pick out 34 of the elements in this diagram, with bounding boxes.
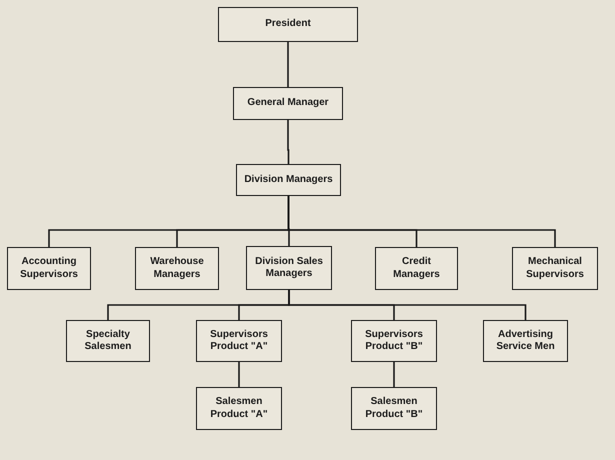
position-title: Division Sales Managers [254,256,324,280]
org-box [233,87,343,120]
org-box [196,320,282,362]
org-box [246,246,332,290]
position-title: Accounting Supervisors [19,256,79,281]
position-title: Specialty Salesmen [84,328,132,354]
org-box [218,7,358,42]
position-title: Credit Managers [392,256,441,281]
connector-line [393,362,395,387]
connector-line [288,196,556,247]
org-box [135,247,219,290]
connector-line [287,120,290,164]
position-title: Salesmen Product "B" [364,396,424,421]
org-box [236,164,341,196]
org-box [483,320,568,362]
position-title: Division Managers [244,174,333,186]
org-box [7,247,91,290]
org-box [375,247,458,290]
position-title: Supervisors Product "B" [364,328,424,354]
org-box [66,320,150,362]
position-title: Advertising Service Men [495,328,556,354]
position-title: President [265,18,311,31]
connector-line [238,362,240,387]
org-box [351,320,437,362]
position-title: Warehouse Managers [149,256,205,281]
position-title: Mechanical Supervisors [525,256,585,281]
connector-line [287,42,289,87]
position-title: General Manager [247,97,329,110]
position-title: Supervisors Product "A" [209,328,269,354]
org-box [512,247,598,290]
org-box [196,387,282,430]
connector-line [288,290,526,320]
org-box [351,387,437,430]
position-title: Salesmen Product "A" [209,396,269,421]
